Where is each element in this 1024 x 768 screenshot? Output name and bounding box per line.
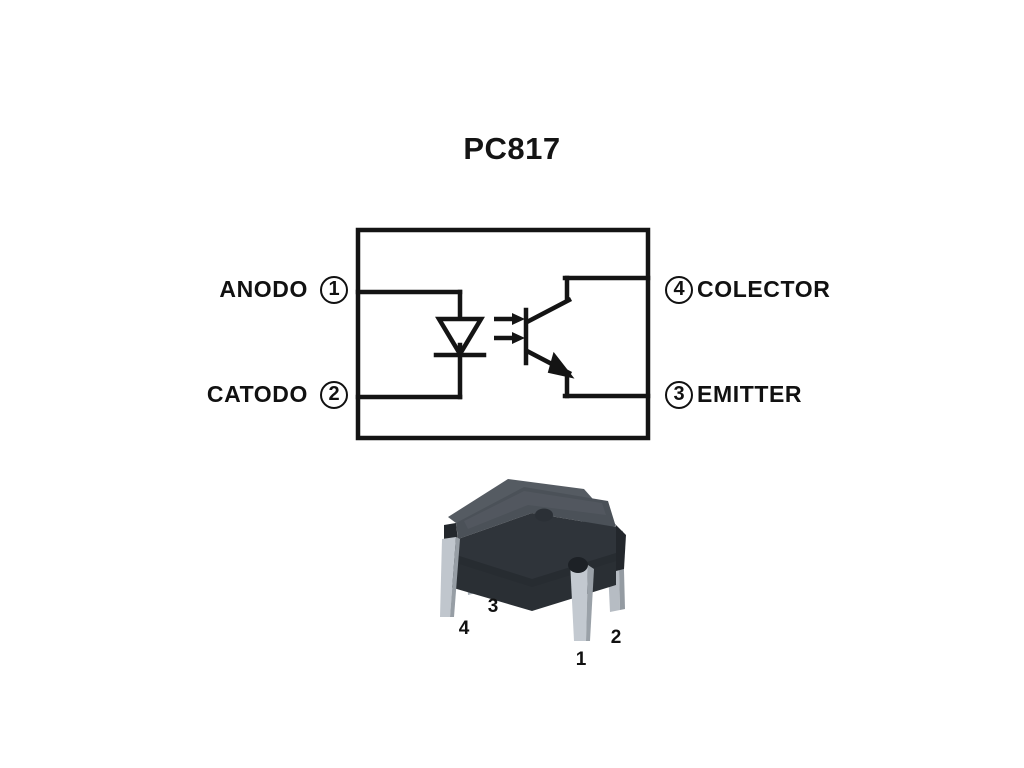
schematic-drawing (355, 227, 651, 441)
pin-label-colector: COLECTOR (697, 276, 831, 302)
transistor-emitter-arrow-icon (547, 351, 575, 379)
pin-number-4: 4 (665, 276, 693, 304)
pin-label-emitter: EMITTER (697, 381, 803, 407)
pin-label-catodo: CATODO (206, 381, 308, 407)
body-top-highlight (464, 491, 606, 529)
package-photo: 4 3 1 2 (420, 465, 670, 680)
transistor-collector-slant (523, 296, 573, 326)
led-triangle-icon (435, 316, 485, 359)
body-right-side (616, 525, 626, 571)
pin-label-anodo: ANODO (219, 276, 308, 302)
body-front-face (450, 561, 616, 611)
lead-number-1: 1 (576, 649, 587, 670)
light-emission-arrows-icon (494, 313, 525, 344)
page-title: PC817 (463, 131, 561, 166)
lead-number-4: 4 (459, 618, 470, 639)
package-drawing: 4 3 1 2 (438, 478, 628, 670)
lead-1 (568, 557, 594, 641)
pin-number-2: 2 (320, 381, 348, 409)
pin1-dot-icon (535, 508, 553, 522)
optocoupler-schematic (180, 215, 860, 460)
ic-outline-rect (355, 227, 651, 441)
pin-number-3: 3 (665, 381, 693, 409)
lead-number-3: 3 (488, 596, 499, 617)
lead-number-2: 2 (611, 627, 622, 648)
lead-4 (440, 537, 460, 617)
pin-number-1: 1 (320, 276, 348, 304)
